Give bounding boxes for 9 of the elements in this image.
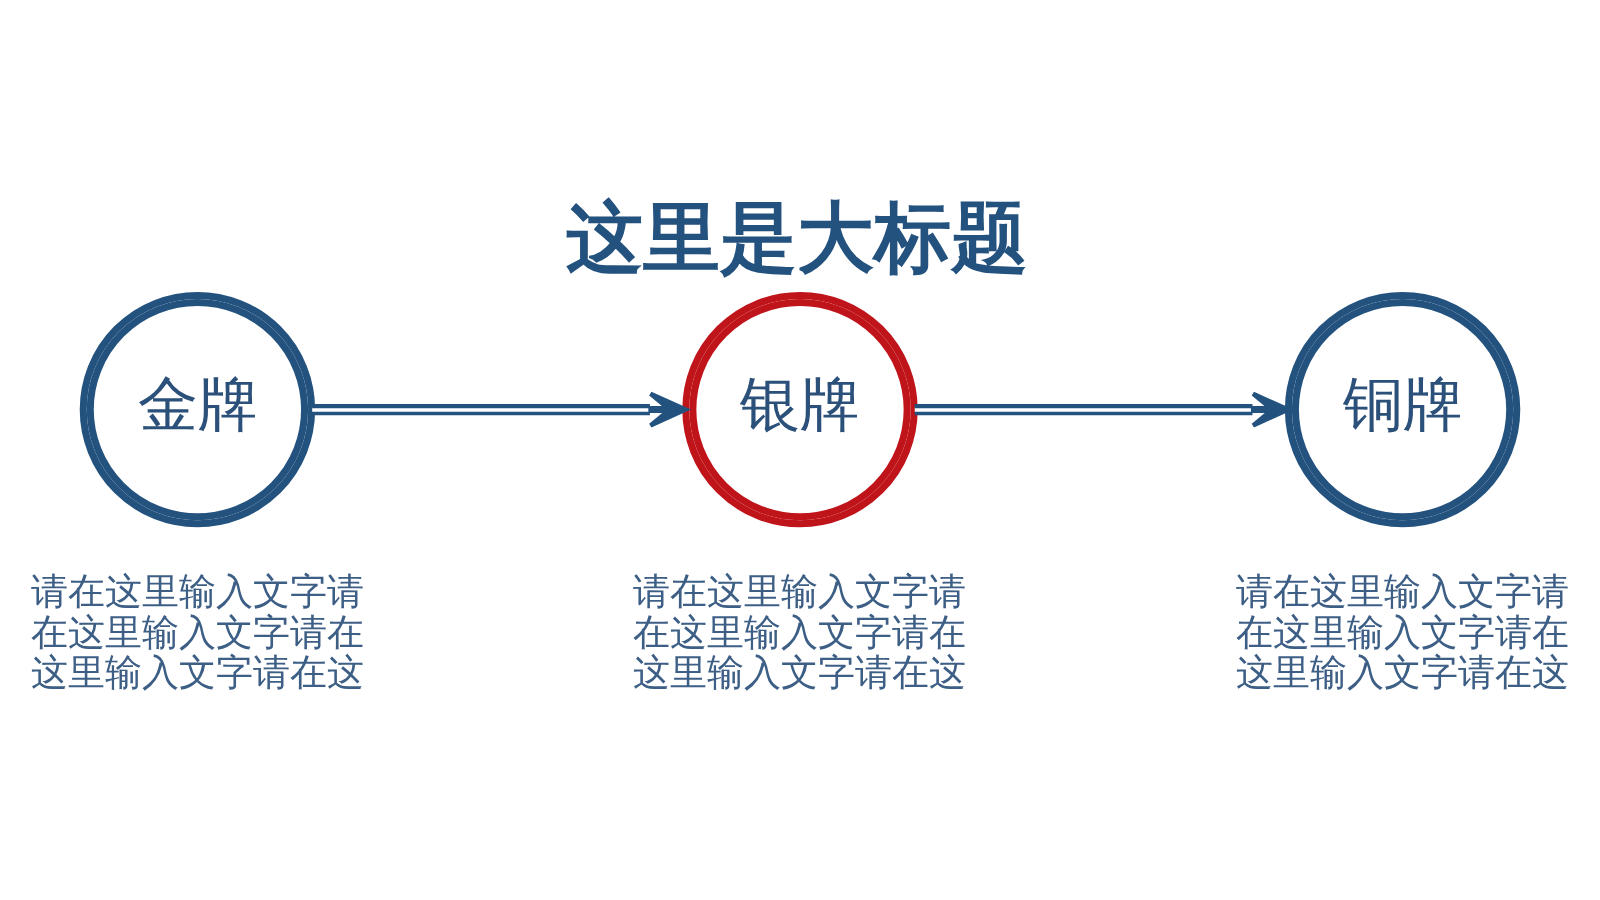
node-circle: 铜牌	[1284, 291, 1521, 528]
node-label: 请在这里输入文字请在这里输入文字请在这里输入文字请在这	[1235, 570, 1569, 695]
arrow	[312, 391, 688, 428]
diagram-title: 这里是大标题	[566, 192, 1029, 283]
node-label: 请在这里输入文字请在这里输入文字请在这里输入文字请在这	[633, 570, 967, 695]
arrow	[914, 391, 1291, 428]
node-label: 请在这里输入文字请在这里输入文字请在这里输入文字请在这	[30, 570, 364, 695]
node-circle: 金牌	[79, 291, 316, 528]
node-circle: 银牌	[682, 291, 918, 528]
